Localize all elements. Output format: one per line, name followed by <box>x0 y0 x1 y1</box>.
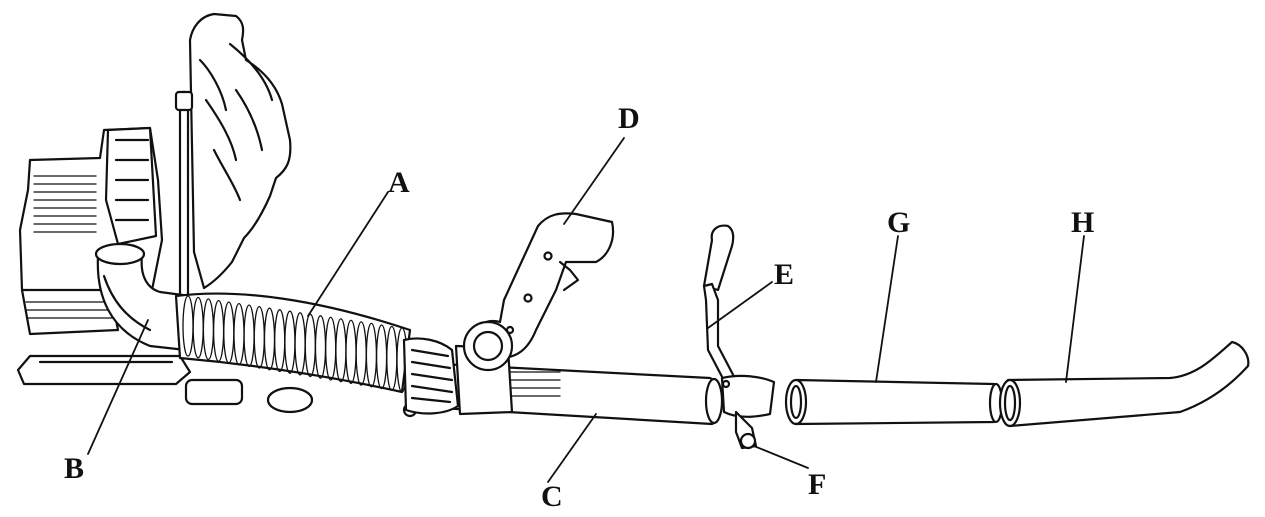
leader-f <box>753 445 809 469</box>
part-labels: A B C D E F G H <box>64 102 1094 513</box>
nozzle-pipe-h-part <box>998 340 1250 428</box>
label-b: B <box>64 452 84 485</box>
label-e: E <box>774 258 794 291</box>
label-d: D <box>618 102 640 135</box>
label-f: F <box>808 468 826 501</box>
leader-h <box>1065 235 1085 383</box>
leader-lines <box>87 137 1085 483</box>
leader-g <box>875 235 899 383</box>
elbow-part <box>94 242 192 352</box>
label-g: G <box>887 206 910 239</box>
label-a: A <box>388 166 410 199</box>
leader-a <box>307 191 389 317</box>
leader-c <box>547 413 597 483</box>
leader-b <box>87 319 149 455</box>
leader-d <box>563 137 625 225</box>
pipe-g-part <box>784 378 1004 426</box>
leader-e <box>707 281 773 329</box>
throttle-handle-part <box>462 212 615 372</box>
flex-hose-part <box>174 292 412 394</box>
straight-pipe-part <box>402 337 724 426</box>
label-c: C <box>541 480 563 513</box>
label-h: H <box>1071 206 1094 239</box>
clamp-part <box>720 374 776 450</box>
